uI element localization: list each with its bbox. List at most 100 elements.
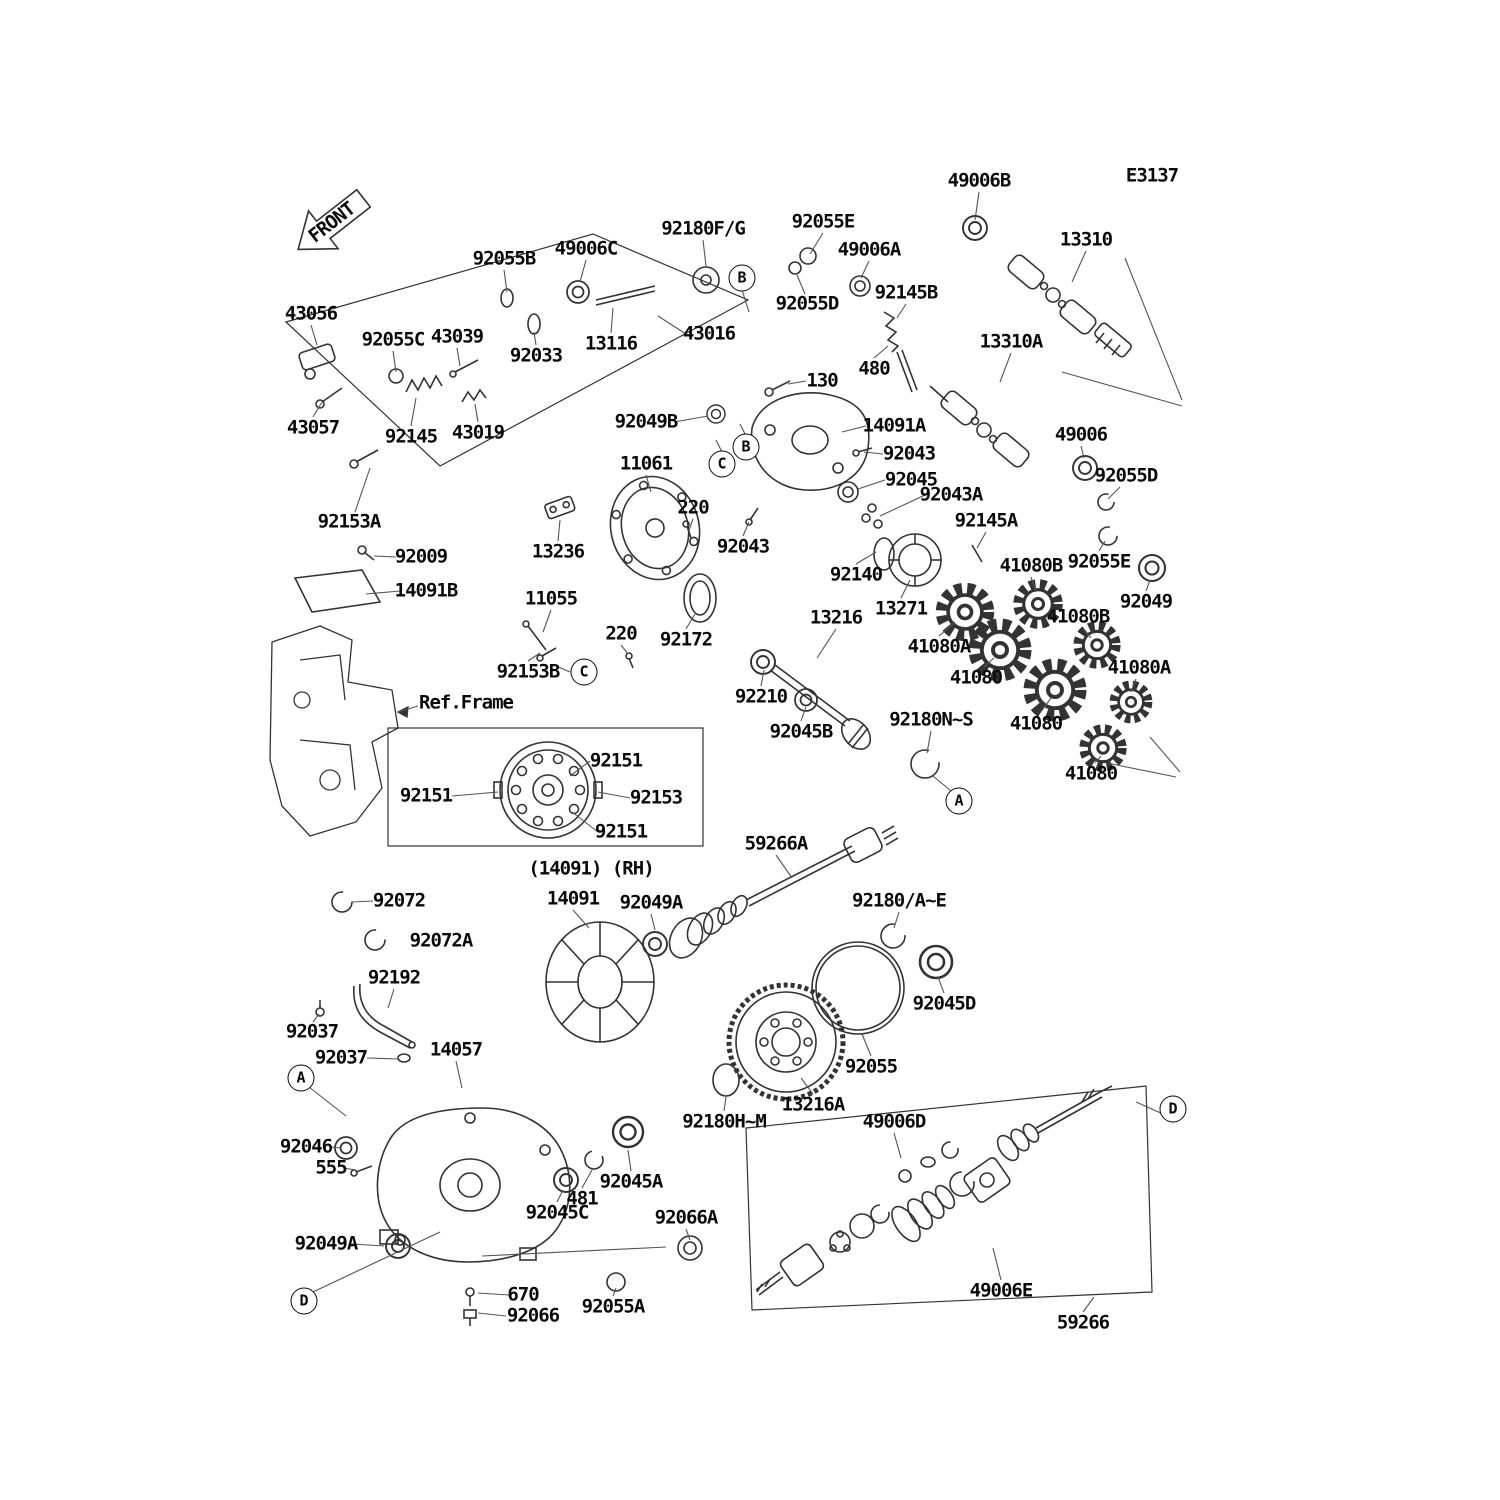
part-label-41080b: 41080B bbox=[1046, 605, 1111, 628]
part-label-92045c: 92045C bbox=[525, 1201, 590, 1224]
connector-badge-b: B bbox=[728, 264, 756, 292]
part-label-43039: 43039 bbox=[430, 325, 484, 348]
part-label-41080: 41080 bbox=[1064, 762, 1118, 785]
part-label-41080a: 41080A bbox=[1107, 656, 1172, 679]
drawing-layer bbox=[269, 188, 1167, 1326]
part-label-670: 670 bbox=[507, 1283, 539, 1306]
bracket-13236 bbox=[544, 495, 576, 520]
part-label-92055e: 92055E bbox=[791, 210, 856, 233]
axle-59266a bbox=[331, 825, 899, 959]
ring-gear-13216a bbox=[712, 923, 954, 1102]
front-arrow-icon bbox=[297, 188, 372, 251]
part-label-480: 480 bbox=[858, 357, 890, 380]
part-label-92045: 92045 bbox=[884, 468, 938, 491]
part-label-49006d: 49006D bbox=[862, 1110, 927, 1133]
part-label-92151: 92151 bbox=[594, 820, 648, 843]
part-label-92145: 92145 bbox=[384, 425, 438, 448]
part-label-14091a: 14091A bbox=[862, 414, 927, 437]
axle-kit-box-59266 bbox=[745, 1085, 1153, 1311]
part-label-43056: 43056 bbox=[284, 302, 338, 325]
gasket-92172 bbox=[683, 573, 717, 623]
part-label-92055d: 92055D bbox=[775, 292, 840, 315]
part-label-92066a: 92066A bbox=[654, 1206, 719, 1229]
pinion-shaft-13216 bbox=[750, 649, 940, 779]
part-label-130: 130 bbox=[806, 369, 838, 392]
part-label-41080a: 41080A bbox=[907, 635, 972, 658]
part-label-14091b: 14091B bbox=[394, 579, 459, 602]
part-label-92043: 92043 bbox=[716, 535, 770, 558]
part-label-49006a: 49006A bbox=[837, 238, 902, 261]
part-label-92045d: 92045D bbox=[912, 992, 977, 1015]
part-label-e3137: E3137 bbox=[1125, 164, 1179, 187]
part-label-92033: 92033 bbox=[509, 344, 563, 367]
part-label-92055e: 92055E bbox=[1067, 550, 1132, 573]
part-label-92145b: 92145B bbox=[874, 281, 939, 304]
part-label-13116: 13116 bbox=[584, 332, 638, 355]
part-label-front: FRONT bbox=[304, 197, 360, 248]
part-label-92055a: 92055A bbox=[581, 1295, 646, 1318]
part-label-49006: 49006 bbox=[1054, 423, 1108, 446]
part-label-41080: 41080 bbox=[1009, 712, 1063, 735]
small-fasteners-center bbox=[293, 520, 692, 669]
propeller-shaft-13310 bbox=[962, 215, 1132, 358]
part-label-92151: 92151 bbox=[399, 784, 453, 807]
part-label-43016: 43016 bbox=[682, 322, 736, 345]
part-label-49006c: 49006C bbox=[554, 237, 619, 260]
part-label-220: 220 bbox=[605, 622, 637, 645]
part-label-92055c: 92055C bbox=[361, 328, 426, 351]
connector-badge-a: A bbox=[945, 787, 973, 815]
part-label-refframe: Ref.Frame bbox=[419, 691, 514, 714]
part-label-220: 220 bbox=[677, 496, 709, 519]
part-label-92140: 92140 bbox=[829, 563, 883, 586]
breather-tube-92192 bbox=[315, 983, 416, 1063]
part-label-11061: 11061 bbox=[619, 452, 673, 475]
part-label-481: 481 bbox=[566, 1187, 598, 1210]
part-label-92049a: 92049A bbox=[619, 891, 684, 914]
part-label-92045b: 92045B bbox=[769, 720, 834, 743]
cover-plate-11061 bbox=[609, 475, 701, 581]
part-label-92066: 92066 bbox=[506, 1304, 560, 1327]
part-label-92151: 92151 bbox=[589, 749, 643, 772]
connector-badge-c: C bbox=[708, 450, 736, 478]
part-label-41080b: 41080B bbox=[999, 554, 1064, 577]
part-label-92049a: 92049A bbox=[294, 1232, 359, 1255]
part-label-92049b: 92049B bbox=[614, 410, 679, 433]
part-label-92055d: 92055D bbox=[1094, 464, 1159, 487]
connector-badge-d: D bbox=[290, 1287, 318, 1315]
connector-badge-c: C bbox=[570, 658, 598, 686]
part-label-92180hm: 92180H~M bbox=[682, 1110, 767, 1133]
leader-lines bbox=[308, 191, 1183, 1317]
part-label-92192: 92192 bbox=[367, 966, 421, 989]
part-label-92072a: 92072A bbox=[409, 929, 474, 952]
part-label-43057: 43057 bbox=[286, 416, 340, 439]
part-label-13236: 13236 bbox=[531, 540, 585, 563]
part-label-14091: 14091 bbox=[546, 887, 600, 910]
part-label-92049: 92049 bbox=[1119, 590, 1173, 613]
part-label-14057: 14057 bbox=[429, 1038, 483, 1061]
part-label-92153a: 92153A bbox=[317, 510, 382, 533]
hub-detail-box bbox=[387, 727, 704, 847]
connector-badge-d: D bbox=[1159, 1095, 1187, 1123]
part-label-92180fg: 92180F/G bbox=[661, 217, 746, 240]
part-label-92043: 92043 bbox=[882, 442, 936, 465]
part-label-92009: 92009 bbox=[394, 545, 448, 568]
part-label-92153b: 92153B bbox=[496, 660, 561, 683]
connector-badge-b: B bbox=[732, 433, 760, 461]
diff-housing-14057 bbox=[334, 1107, 703, 1326]
part-label-11055: 11055 bbox=[524, 587, 578, 610]
part-label-59266a: 59266A bbox=[744, 832, 809, 855]
part-label-59266: 59266 bbox=[1056, 1311, 1110, 1334]
part-label-13310: 13310 bbox=[1059, 228, 1113, 251]
part-label-92043a: 92043A bbox=[919, 483, 984, 506]
part-label-49006e: 49006E bbox=[969, 1279, 1034, 1302]
part-label-92037: 92037 bbox=[314, 1046, 368, 1069]
part-label-92045a: 92045A bbox=[599, 1170, 664, 1193]
part-label-92037: 92037 bbox=[285, 1020, 339, 1043]
part-label-14091rh: (14091) (RH) bbox=[528, 857, 654, 880]
part-label-92055: 92055 bbox=[844, 1055, 898, 1078]
part-label-13216: 13216 bbox=[809, 606, 863, 629]
part-label-13271: 13271 bbox=[874, 597, 928, 620]
